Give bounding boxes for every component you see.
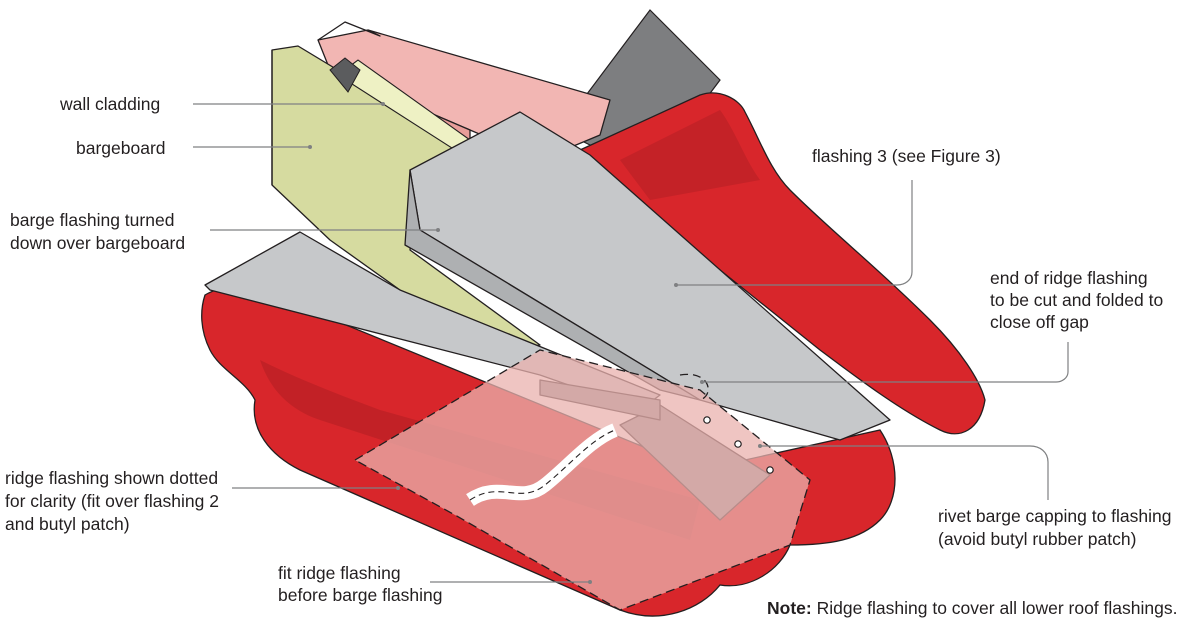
label-end-ridge-line1: end of ridge flashing [990, 268, 1148, 288]
ridge-flashing-dotted [353, 349, 811, 611]
note-text: Ridge flashing to cover all lower roof f… [812, 598, 1178, 618]
label-ridge-dotted-line2: for clarity (fit over flashing 2 [5, 491, 219, 511]
rivets [703, 416, 774, 474]
label-fit-ridge-line2: before barge flashing [278, 585, 442, 605]
label-flashing-3: flashing 3 (see Figure 3) [812, 146, 1001, 166]
label-end-ridge-line3: close off gap [990, 312, 1089, 332]
rivet-mark [766, 466, 774, 474]
note: Note: Ridge flashing to cover all lower … [767, 598, 1177, 618]
label-barge-flashing-line1: barge flashing turned [10, 210, 174, 230]
label-rivet-line1: rivet barge capping to flashing [938, 506, 1171, 526]
label-rivet-line2: (avoid butyl rubber patch) [938, 529, 1136, 549]
label-ridge-dotted-line3: and butyl patch) [5, 514, 130, 534]
leader-lines [193, 102, 1069, 584]
upper-roof-shade [620, 110, 760, 200]
note-label: Note: [767, 598, 812, 618]
label-end-ridge-line2: to be cut and folded to [990, 290, 1163, 310]
label-fit-ridge-line1: fit ridge flashing [278, 563, 401, 583]
rivet-mark [703, 416, 711, 424]
label-ridge-dotted-line1: ridge flashing shown dotted [5, 468, 218, 488]
rivet-mark [734, 440, 742, 448]
label-bargeboard: bargeboard [76, 138, 166, 158]
label-barge-flashing-line2: down over bargeboard [10, 233, 185, 253]
wall-cladding-dark [329, 57, 361, 93]
label-wall-cladding: wall cladding [59, 94, 160, 114]
